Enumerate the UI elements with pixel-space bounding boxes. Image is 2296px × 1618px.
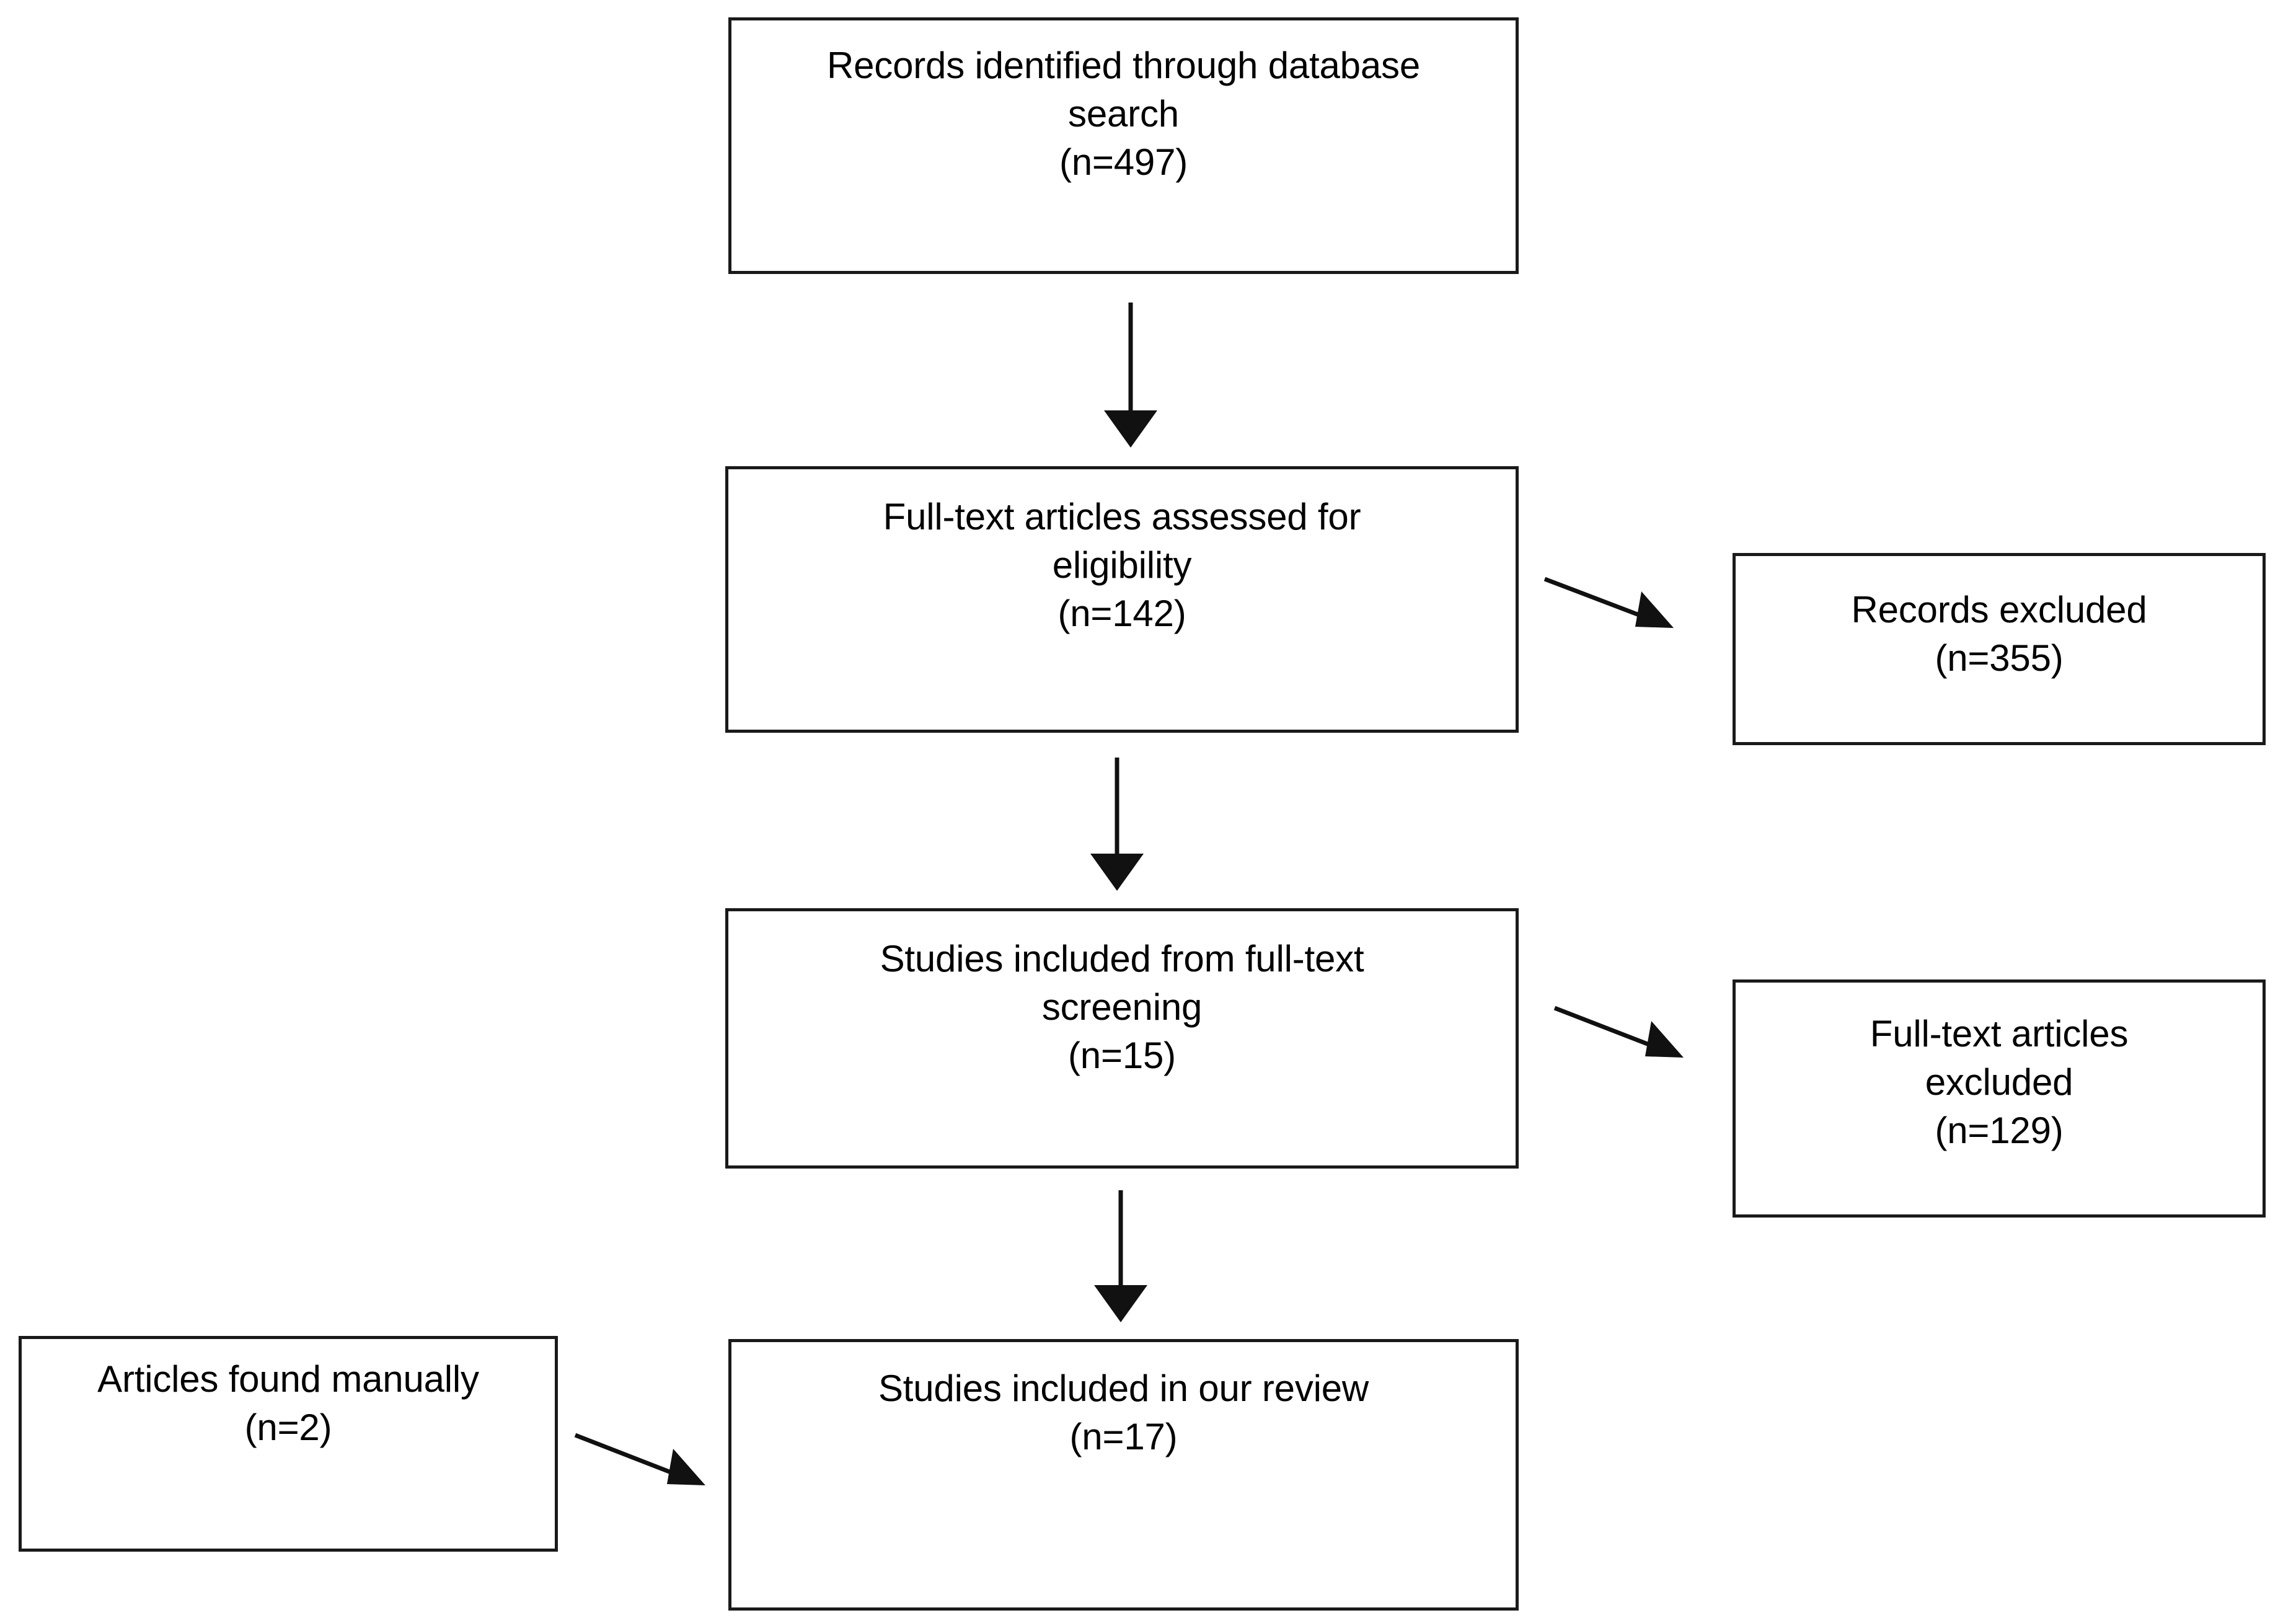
node-count: (n=129)	[1935, 1110, 2064, 1151]
node-records-excluded-text: Records excluded (n=355)	[1736, 556, 2263, 683]
node-text-line: Studies included in our review	[878, 1368, 1369, 1409]
node-text-line: Records excluded	[1851, 589, 2147, 630]
node-count: (n=355)	[1935, 637, 2064, 679]
arrow-fulltext-assessed-to-studies-fulltext	[1090, 758, 1144, 891]
arrow-fulltext-assessed-to-records-excluded	[1543, 577, 1674, 628]
node-count: (n=17)	[1069, 1416, 1178, 1457]
node-records-excluded: Records excluded (n=355)	[1733, 553, 2266, 745]
arrow-records-identified-to-fulltext-assessed	[1104, 303, 1157, 448]
node-records-identified-text: Records identified through database sear…	[731, 20, 1516, 187]
node-studies-included-from-fulltext: Studies included from full-text screenin…	[725, 908, 1519, 1169]
node-count: (n=497)	[1059, 141, 1188, 183]
node-text-line: Articles found manually	[97, 1358, 479, 1400]
node-text-line: Full-text articles assessed for	[883, 496, 1361, 537]
node-studies-included-in-review-text: Studies included in our review (n=17)	[731, 1342, 1516, 1461]
arrow-studies-fulltext-to-fulltext-excluded	[1553, 1006, 1684, 1058]
node-count: (n=15)	[1068, 1035, 1176, 1076]
node-text-line: screening	[1041, 986, 1203, 1028]
node-fulltext-articles-excluded-text: Full-text articles excluded (n=129)	[1736, 983, 2263, 1155]
node-studies-included-in-review: Studies included in our review (n=17)	[728, 1339, 1519, 1611]
node-articles-found-manually: Articles found manually (n=2)	[19, 1336, 558, 1552]
node-studies-included-from-fulltext-text: Studies included from full-text screenin…	[728, 911, 1516, 1080]
node-count: (n=2)	[244, 1407, 332, 1448]
node-fulltext-articles-excluded: Full-text articles excluded (n=129)	[1733, 979, 2266, 1218]
node-text-line: Full-text articles	[1870, 1013, 2129, 1054]
arrow-studies-fulltext-to-studies-review	[1094, 1190, 1147, 1322]
node-text-line: eligibility	[1052, 544, 1192, 586]
node-text-line: Records identified through database	[827, 45, 1420, 86]
node-fulltext-articles-assessed-text: Full-text articles assessed for eligibil…	[728, 469, 1516, 638]
node-text-line: Studies included from full-text	[880, 938, 1364, 979]
node-articles-found-manually-text: Articles found manually (n=2)	[22, 1339, 555, 1452]
node-text-line: search	[1068, 93, 1179, 135]
node-fulltext-articles-assessed: Full-text articles assessed for eligibil…	[725, 466, 1519, 733]
node-text-line: excluded	[1925, 1061, 2073, 1103]
arrow-manual-articles-to-studies-review	[574, 1433, 705, 1485]
node-count: (n=142)	[1057, 593, 1186, 634]
node-records-identified: Records identified through database sear…	[728, 17, 1519, 274]
